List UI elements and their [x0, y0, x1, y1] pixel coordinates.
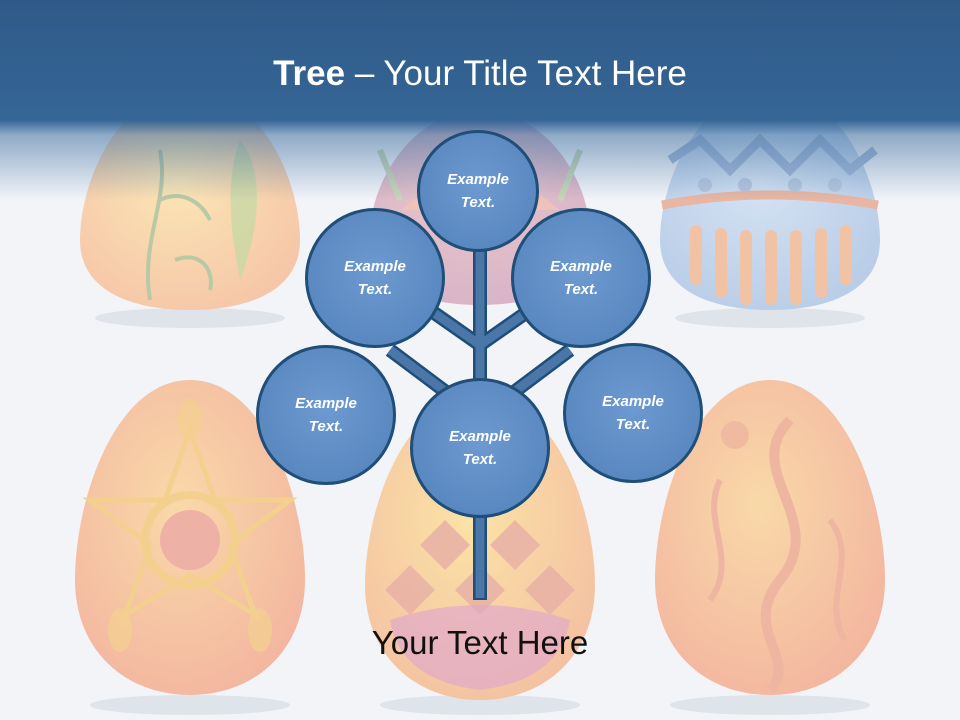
node-center-line2: Text. [462, 451, 498, 468]
node-top-line2: Text. [460, 194, 496, 211]
title-bold: Tree [273, 54, 346, 93]
node-lower-right-line2: Text. [615, 416, 651, 433]
node-lower-left-line2: Text. [308, 418, 344, 435]
caption-text: Your Text Here [371, 624, 589, 661]
title-separator: – [345, 54, 384, 93]
node-upper-right-line2: Text. [563, 281, 599, 298]
node-center-line1: Example [449, 428, 511, 445]
node-upper-right-line1: Example [550, 258, 612, 275]
node-lower-left-line1: Example [295, 395, 357, 412]
node-upper-left-line2: Text. [357, 281, 393, 298]
egg-bottom-right [655, 380, 885, 695]
egg-bottom-left [75, 380, 305, 695]
node-top-line1: Example [447, 171, 509, 188]
slide-title: Tree – Your Title Text Here [0, 52, 960, 96]
node-upper-left-line1: Example [344, 258, 406, 275]
title-rest: Your Title Text Here [383, 54, 687, 93]
node-lower-right-line1: Example [602, 393, 664, 410]
